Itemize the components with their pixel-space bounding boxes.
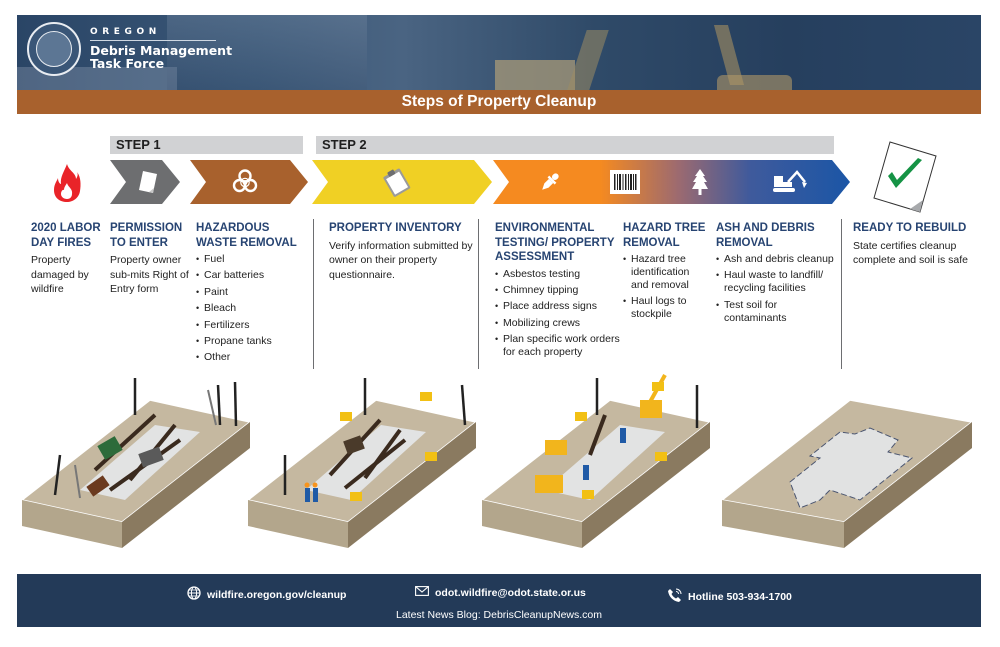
list-item: Bleach — [196, 302, 306, 315]
oregon-seal-icon — [27, 22, 81, 76]
list-item: Test soil for contaminants — [716, 299, 841, 325]
step-title: HAZARD TREE REMOVAL — [623, 222, 706, 249]
list-item: Paint — [196, 286, 306, 299]
step-environmental-testing: ENVIRONMENTAL TESTING/ PROPERTY ASSESSME… — [495, 221, 623, 362]
step-title: ENVIRONMENTAL TESTING/ PROPERTY ASSESSME… — [495, 222, 615, 263]
hotline-text[interactable]: Hotline 503-934-1700 — [688, 591, 792, 603]
header-banner — [17, 15, 981, 90]
chevron-testing-to-ash-removal — [493, 160, 850, 204]
list-item: Propane tanks — [196, 335, 306, 348]
step-description: Verify information submitted by owner on… — [329, 239, 473, 281]
list-item: Car batteries — [196, 269, 306, 282]
list-item: Haul waste to landfill/ recycling facili… — [716, 269, 841, 295]
brand-org-line2: Task Force — [90, 56, 165, 71]
email-link[interactable]: odot.wildfire@odot.state.or.us — [435, 586, 586, 599]
news-blog-link[interactable]: Latest News Blog: DebrisCleanupNews.com — [395, 609, 602, 621]
list-item: Fertilizers — [196, 319, 306, 332]
brand-state: OREGON — [90, 27, 216, 41]
burned-property-illustration — [20, 378, 252, 548]
barcode-icon — [610, 170, 640, 194]
tree-icon — [692, 169, 708, 195]
divider — [478, 219, 479, 369]
step-title: ASH AND DEBRIS REMOVAL — [716, 222, 815, 249]
step-title: READY TO REBUILD — [853, 222, 967, 234]
step-ready-to-rebuild: READY TO REBUILD State certifies cleanup… — [853, 221, 983, 268]
step-ash-debris-removal: ASH AND DEBRIS REMOVAL Ash and debris cl… — [716, 221, 841, 328]
biohazard-icon — [232, 169, 258, 195]
envelope-icon — [415, 586, 429, 599]
chevron-inventory — [312, 160, 492, 204]
chevron-permission — [110, 160, 180, 204]
list-item: Hazard tree identification and removal — [623, 253, 708, 292]
step-title: HAZARDOUS WASTE REMOVAL — [196, 222, 297, 249]
checked-document-icon — [870, 140, 940, 220]
phone-icon — [667, 588, 682, 606]
footer-contact-bar: wildfire.oregon.gov/cleanup odot.wildfir… — [17, 574, 981, 627]
footer-website[interactable]: wildfire.oregon.gov/cleanup — [187, 586, 346, 603]
step-items: Ash and debris cleanup Haul waste to lan… — [716, 253, 841, 325]
step-items: Fuel Car batteries Paint Bleach Fertiliz… — [196, 253, 306, 364]
dropper-icon — [539, 171, 561, 193]
step-title: 2020 LABOR DAY FIRES — [31, 222, 101, 249]
list-item: Chimney tipping — [495, 284, 623, 297]
clipboard-icon — [382, 167, 412, 197]
banner-photo-excavator-bucket — [717, 75, 792, 90]
brand-org-line1: Debris Management — [90, 43, 233, 58]
property-with-address-signs-illustration — [246, 378, 478, 548]
fire-icon — [52, 163, 82, 208]
list-item: Fuel — [196, 253, 306, 266]
step-title: PROPERTY INVENTORY — [329, 222, 462, 234]
step-1-label: STEP 1 — [110, 136, 303, 154]
cleared-property-illustration — [720, 399, 974, 548]
step-hazardous-waste-removal: HAZARDOUS WASTE REMOVAL Fuel Car batteri… — [196, 221, 306, 368]
step-property-inventory: PROPERTY INVENTORY Verify information su… — [329, 221, 489, 282]
step-hazard-tree-removal: HAZARD TREE REMOVAL Hazard tree identifi… — [623, 221, 708, 325]
step-labor-day-fires: 2020 LABOR DAY FIRES Property damaged by… — [31, 221, 109, 297]
list-item: Other — [196, 351, 306, 364]
excavator-icon — [772, 170, 808, 194]
banner-photo-excavator-body — [495, 60, 575, 90]
step-description: State certifies cleanup complete and soi… — [853, 239, 968, 267]
step-title: PERMISSION TO ENTER — [110, 222, 183, 249]
list-item: Haul logs to stockpile — [623, 295, 708, 321]
list-item: Ash and debris cleanup — [716, 253, 841, 266]
globe-icon — [187, 586, 201, 603]
footer-hotline[interactable]: Hotline 503-934-1700 — [667, 588, 792, 606]
list-item: Plan specific work orders for each prope… — [495, 333, 623, 359]
page-title: Steps of Property Cleanup — [401, 93, 597, 110]
footer-email[interactable]: odot.wildfire@odot.state.or.us — [415, 586, 586, 599]
property-illustrations — [20, 374, 974, 548]
step-permission-to-enter: PERMISSION TO ENTER Property owner sub-m… — [110, 221, 190, 297]
step-items: Hazard tree identification and removal H… — [623, 253, 708, 321]
chevron-hazardous — [190, 160, 308, 204]
step-2-label: STEP 2 — [316, 136, 834, 154]
divider — [841, 219, 842, 369]
list-item: Place address signs — [495, 300, 623, 313]
step-description: Property damaged by wildfire — [31, 254, 89, 295]
document-icon — [139, 171, 157, 193]
website-link[interactable]: wildfire.oregon.gov/cleanup — [207, 588, 347, 601]
step-description: Property owner sub-mits Right of Entry f… — [110, 254, 189, 295]
step-items: Asbestos testing Chimney tipping Place a… — [495, 268, 623, 360]
title-bar: Steps of Property Cleanup — [17, 90, 981, 114]
list-item: Mobilizing crews — [495, 317, 623, 330]
banner-photo-truck — [167, 15, 367, 90]
list-item: Asbestos testing — [495, 268, 623, 281]
divider — [313, 219, 314, 369]
property-cleanup-crews-illustration — [480, 374, 712, 548]
brand: OREGON Debris Management Task Force — [90, 27, 232, 70]
